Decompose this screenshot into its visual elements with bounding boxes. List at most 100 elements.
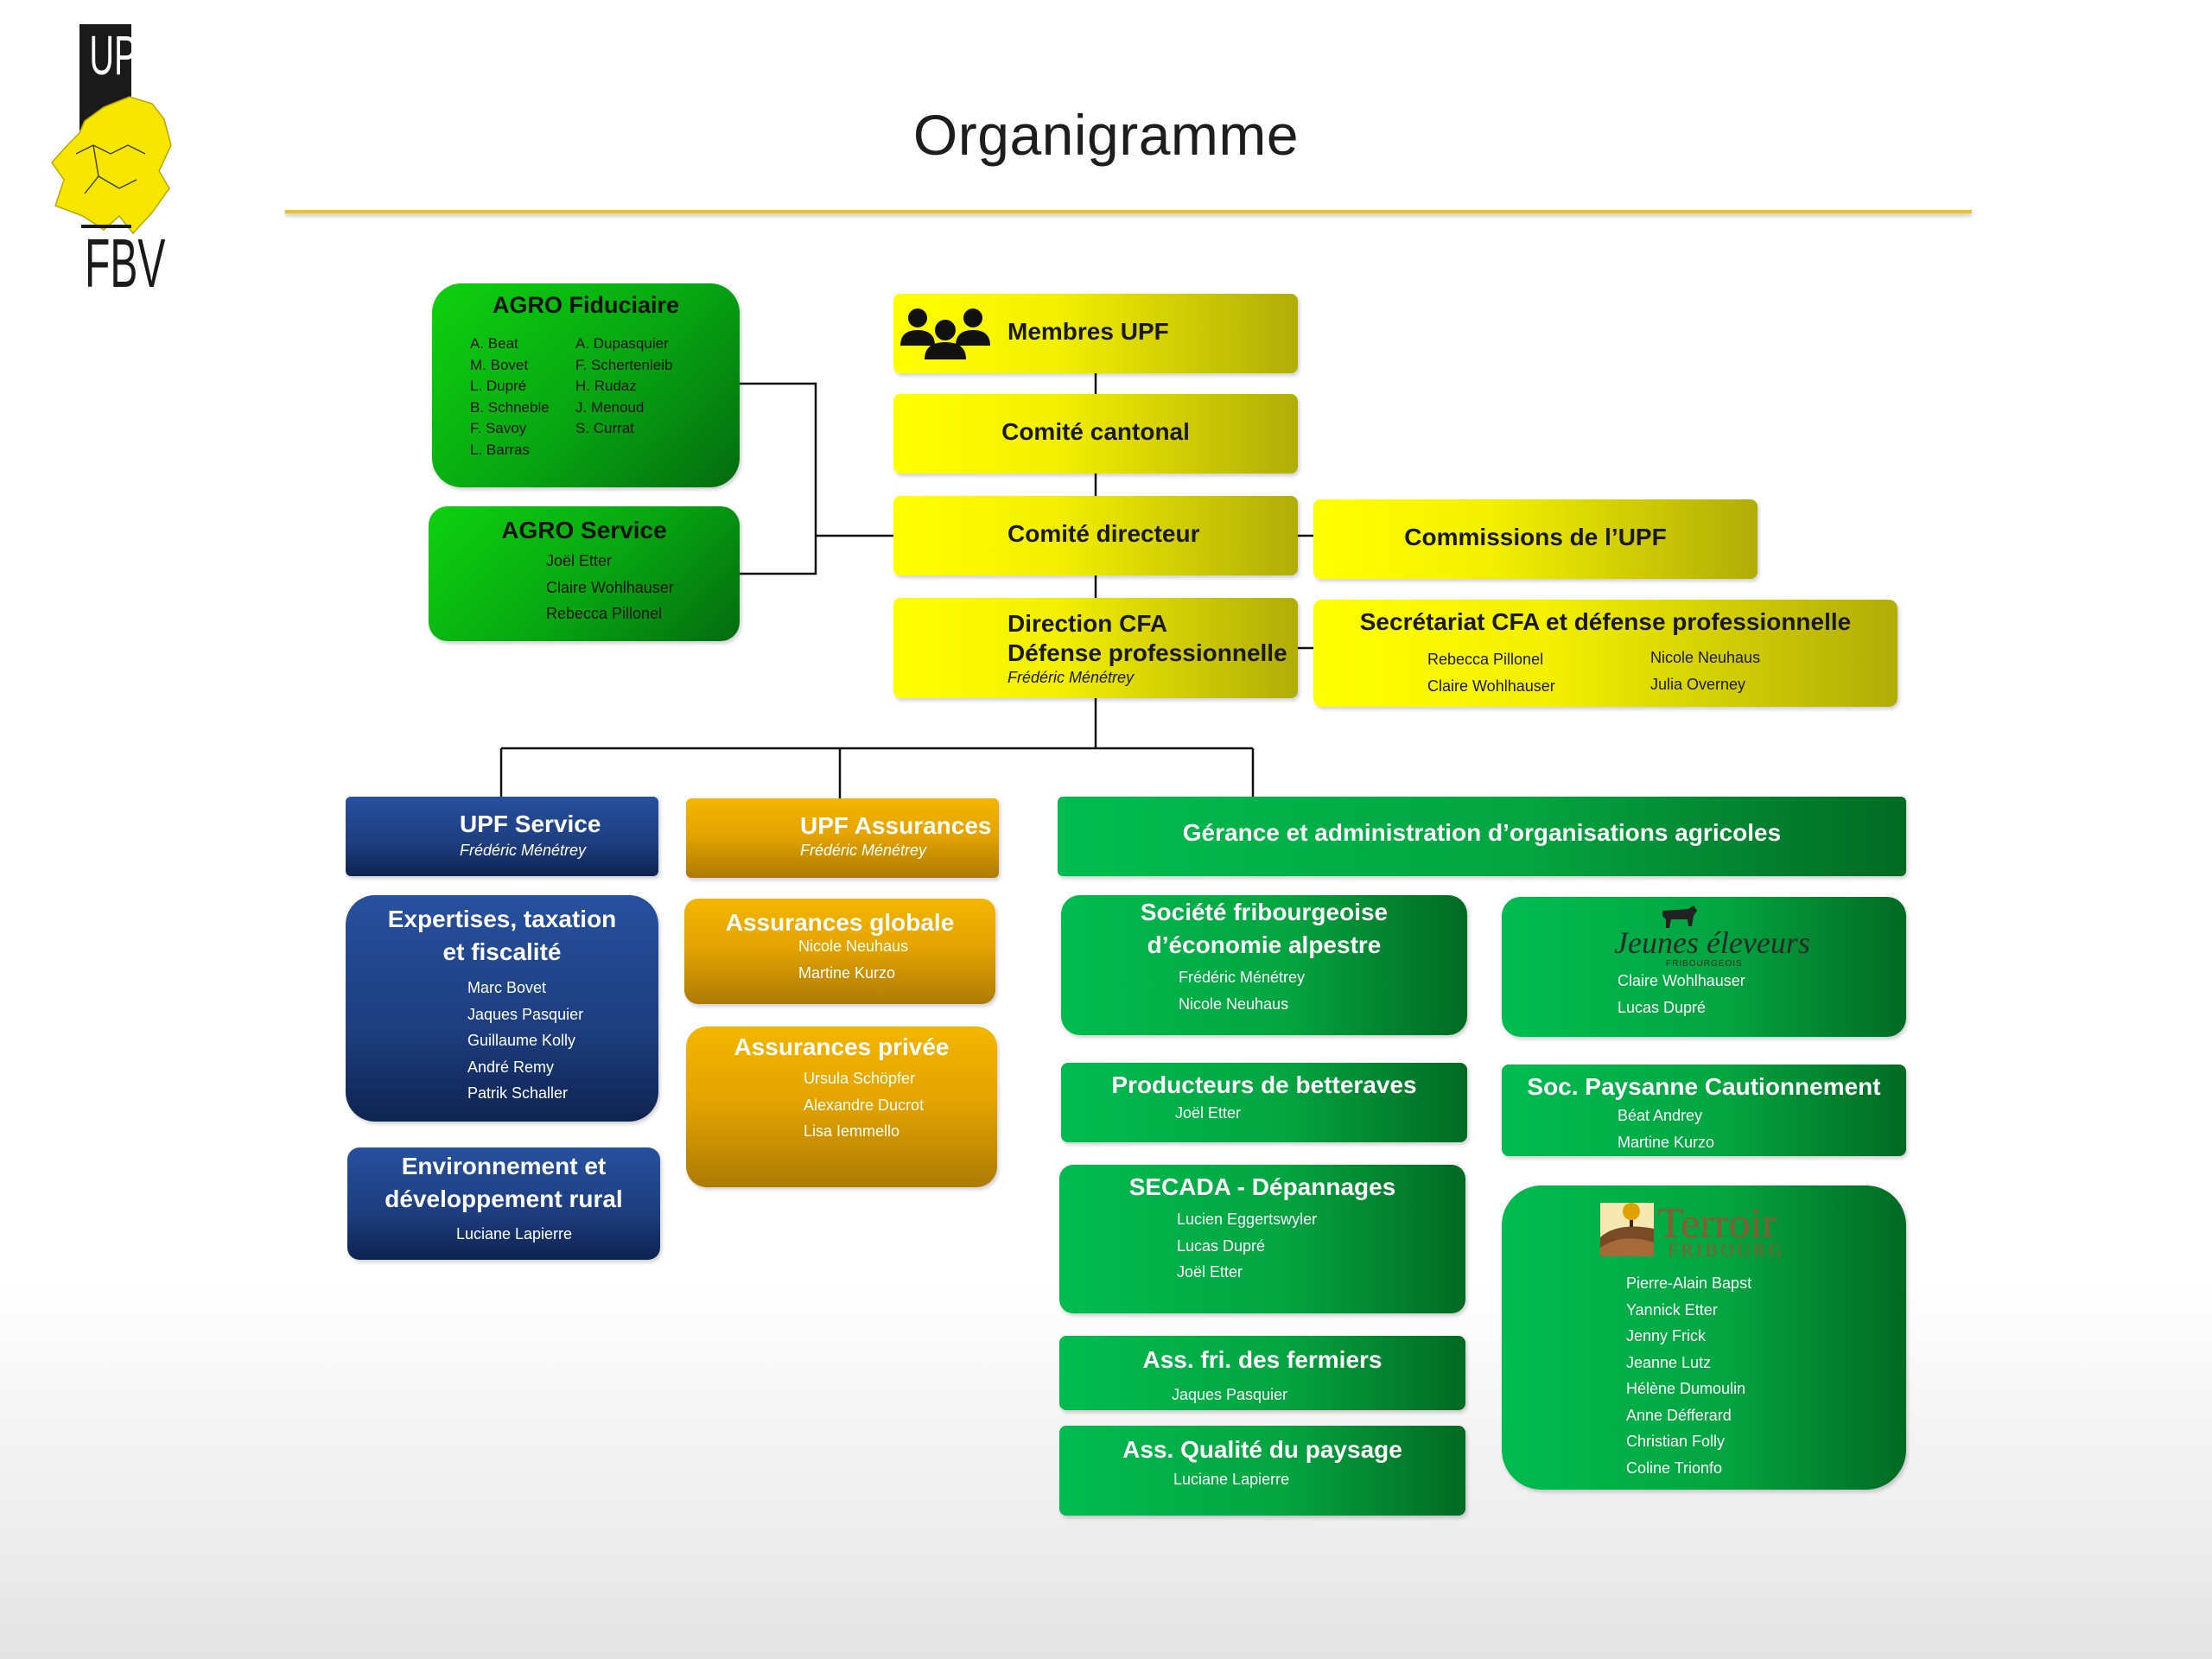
jeunes-eleveurs-logo-sub: FRIBOURGEOIS <box>1666 959 1743 969</box>
jeunes-eleveurs-logo-text: Jeunes éleveurs <box>1614 925 1810 960</box>
person-name: Jenny Frick <box>1626 1327 1707 1344</box>
person-name: F. Savoy <box>470 420 527 436</box>
person-name: Martine Kurzo <box>1618 1133 1715 1151</box>
comite-cantonal-box: Comité cantonal <box>893 394 1298 474</box>
person-name: Claire Wohlhauser <box>1427 677 1555 695</box>
soc-paysanne-people: Béat Andrey Martine Kurzo <box>1618 1103 1714 1155</box>
person-name: Martine Kurzo <box>798 963 896 982</box>
terroir-box: Terroir FRIBOURG Pierre-Alain Bapst Yann… <box>1502 1185 1906 1490</box>
cow-icon <box>1662 906 1697 928</box>
societe-alpestre-box: Société fribourgeoise d’économie alpestr… <box>1061 895 1467 1035</box>
agro-fiduciaire-box: AGRO Fiduciaire A. Beat M. Bovet L. Dupr… <box>432 283 740 487</box>
person-name: Anne Défferard <box>1626 1406 1732 1424</box>
upf-service-box: UPF Service Frédéric Ménétrey <box>346 797 658 876</box>
person-name: Christian Folly <box>1626 1433 1726 1450</box>
agro-fiduciaire-col2: A. Dupasquier F. Schertenleib H. Rudaz J… <box>575 334 672 440</box>
terroir-logo-text: Terroir <box>1657 1198 1777 1247</box>
person-name: Nicole Neuhaus <box>1650 649 1761 666</box>
expertises-line2: et fiscalité <box>442 938 562 965</box>
direction-person: Frédéric Ménétrey <box>1007 669 1135 686</box>
terroir-logo-icon <box>1600 1203 1654 1256</box>
assurances-privee-people: Ursula Schöpfer Alexandre Ducrot Lisa Ie… <box>804 1065 924 1145</box>
person-name: Nicole Neuhaus <box>798 938 909 955</box>
person-name: Lucien Eggertswyler <box>1177 1211 1318 1228</box>
fermiers-box: Ass. fri. des fermiers Jaques Pasquier <box>1059 1336 1465 1410</box>
societe-alpestre-line2: d’économie alpestre <box>1147 931 1382 958</box>
person-name: Julia Overney <box>1650 675 1746 693</box>
person-name: Rebecca Pillonel <box>1427 651 1544 668</box>
direction-line1: Direction CFA <box>1007 610 1168 637</box>
fribourg-map-icon <box>51 24 172 235</box>
person-name: S. Currat <box>575 420 635 436</box>
soc-paysanne-box: Soc. Paysanne Cautionnement Béat Andrey … <box>1502 1065 1906 1156</box>
person-name: Ursula Schöpfer <box>804 1070 916 1087</box>
terroir-people: Pierre-Alain Bapst Yannick Etter Jenny F… <box>1626 1270 1751 1481</box>
person-name: H. Rudaz <box>575 378 637 394</box>
assurances-globale-people: Nicole Neuhaus Martine Kurzo <box>798 933 908 986</box>
person-name: A. Beat <box>470 335 518 352</box>
person-name: J. Menoud <box>575 398 645 416</box>
commissions-title: Commissions de l’UPF <box>1404 524 1667 550</box>
comite-directeur-title: Comité directeur <box>1007 520 1200 547</box>
person-name: L. Dupré <box>470 378 527 394</box>
agro-service-title: AGRO Service <box>501 517 667 543</box>
paysage-box: Ass. Qualité du paysage Luciane Lapierre <box>1059 1426 1465 1516</box>
agro-fiduciaire-col1: A. Beat M. Bovet L. Dupré B. Schneble F.… <box>470 334 550 461</box>
person-name: Jaques Pasquier <box>1172 1386 1288 1403</box>
person-name: Yannick Etter <box>1626 1300 1718 1319</box>
person-name: Luciane Lapierre <box>455 1225 573 1243</box>
agro-service-box: AGRO Service Joël Etter Claire Wohlhause… <box>429 506 740 641</box>
person-name: Lisa Iemmello <box>804 1122 900 1140</box>
person-name: Claire Wohlhauser <box>546 578 674 596</box>
commissions-box: Commissions de l’UPF <box>1313 499 1758 579</box>
assurances-globale-box: Assurances globale Nicole Neuhaus Martin… <box>684 899 995 1004</box>
person-name: Nicole Neuhaus <box>1179 995 1289 1013</box>
person-name: Guillaume Kolly <box>467 1032 576 1049</box>
membres-upf-box: Membres UPF <box>893 294 1298 373</box>
person-name: M. Bovet <box>470 356 529 373</box>
jeunes-eleveurs-box: Jeunes éleveurs FRIBOURGEOIS Claire Wohl… <box>1502 897 1906 1037</box>
expertises-box: Expertises, taxation et fiscalité Marc B… <box>346 895 658 1122</box>
expertises-line1: Expertises, taxation <box>387 906 617 932</box>
secretariat-col2: Nicole Neuhaus Julia Overney <box>1650 645 1760 697</box>
person-name: Alexandre Ducrot <box>804 1096 925 1114</box>
person-name: Jaques Pasquier <box>467 1005 584 1023</box>
secretariat-box: Secrétariat CFA et défense professionnel… <box>1313 600 1897 707</box>
environnement-line2: développement rural <box>385 1185 623 1212</box>
expertises-people: Marc Bovet Jaques Pasquier Guillaume Kol… <box>467 975 583 1107</box>
direction-line2: Défense professionnelle <box>1007 639 1287 666</box>
environnement-box: Environnement et développement rural Luc… <box>347 1147 660 1260</box>
producteurs-box: Producteurs de betteraves Joël Etter <box>1061 1063 1467 1142</box>
comite-cantonal-title: Comité cantonal <box>1001 418 1190 445</box>
person-name: A. Dupasquier <box>575 335 669 352</box>
assurances-privee-title: Assurances privée <box>734 1033 950 1060</box>
direction-cfa-box: Direction CFA Défense professionnelle Fr… <box>893 598 1298 698</box>
logo-top-text: UPF <box>89 24 157 86</box>
fermiers-title: Ass. fri. des fermiers <box>1142 1346 1382 1373</box>
membres-upf-title: Membres UPF <box>1007 318 1169 345</box>
agro-service-people: Joël Etter Claire Wohlhauser Rebecca Pil… <box>546 548 674 627</box>
person-name: Rebecca Pillonel <box>546 605 663 622</box>
secretariat-title: Secrétariat CFA et défense professionnel… <box>1359 608 1852 635</box>
jeunes-eleveurs-people: Claire Wohlhauser Lucas Dupré <box>1618 968 1745 1020</box>
gerance-title: Gérance et administration d’organisation… <box>1182 819 1782 846</box>
secretariat-col1: Rebecca Pillonel Claire Wohlhauser <box>1427 646 1555 699</box>
logo-bottom-text: FBV <box>85 225 166 302</box>
person-name: Joël Etter <box>546 552 613 569</box>
person-name: Hélène Dumoulin <box>1626 1380 1746 1397</box>
person-name: B. Schneble <box>470 398 550 416</box>
paysage-title: Ass. Qualité du paysage <box>1122 1436 1402 1463</box>
upf-service-person: Frédéric Ménétrey <box>460 842 587 859</box>
upf-service-title: UPF Service <box>460 810 601 837</box>
person-name: Lucas Dupré <box>1618 998 1707 1016</box>
producteurs-title: Producteurs de betteraves <box>1111 1071 1417 1098</box>
person-name: Coline Trionfo <box>1626 1459 1723 1477</box>
person-name: Jeanne Lutz <box>1626 1353 1712 1371</box>
person-name: Luciane Lapierre <box>1173 1471 1290 1488</box>
terroir-logo-sub: FRIBOURG <box>1668 1239 1785 1261</box>
soc-paysanne-title: Soc. Paysanne Cautionnement <box>1527 1073 1881 1100</box>
people-group-icon <box>900 308 990 359</box>
assurances-privee-box: Assurances privée Ursula Schöpfer Alexan… <box>686 1027 997 1187</box>
societe-alpestre-people: Frédéric Ménétrey Nicole Neuhaus <box>1179 964 1305 1017</box>
person-name: André Remy <box>467 1058 555 1076</box>
